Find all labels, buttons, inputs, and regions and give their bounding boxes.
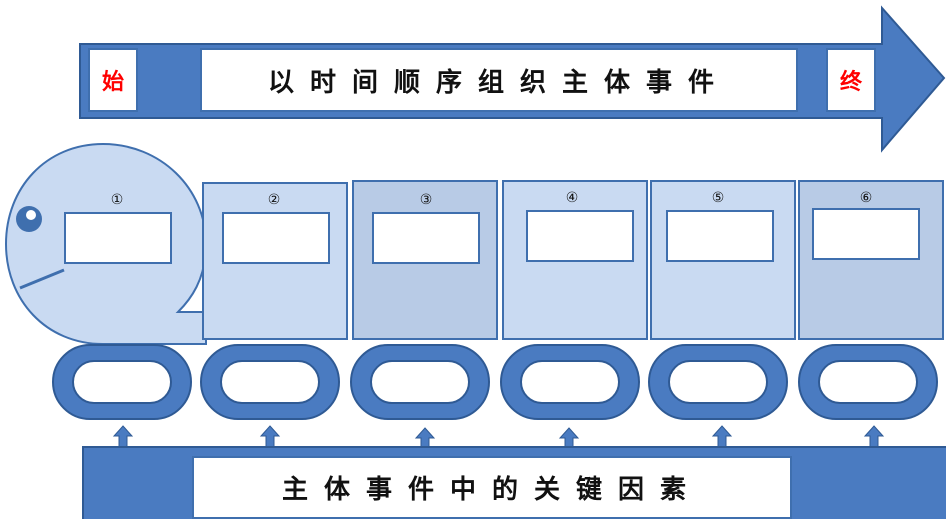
car-5-textbox: [666, 210, 774, 262]
train-car-6: [798, 180, 944, 340]
car-1-textbox: [64, 212, 172, 264]
car-number-1: ①: [110, 192, 124, 208]
car-number-2: ②: [267, 192, 281, 208]
wheel-6: [798, 344, 938, 420]
car-number-3: ③: [419, 192, 433, 208]
car-2-textbox: [222, 212, 330, 264]
wheel-1: [52, 344, 192, 420]
wheel-5: [648, 344, 788, 420]
end-label: 终: [826, 48, 876, 112]
wheel-2: [200, 344, 340, 420]
car-6-textbox: [812, 208, 920, 260]
headlight-glint: [26, 210, 36, 220]
car-3-textbox: [372, 212, 480, 264]
car-number-5: ⑤: [711, 190, 725, 206]
wheel-4: [500, 344, 640, 420]
car-4-textbox: [526, 210, 634, 262]
key-factors-title: 主体事件中的关键因素: [192, 456, 792, 519]
car-number-4: ④: [565, 190, 579, 206]
wheel-3: [350, 344, 490, 420]
timeline-title: 以时间顺序组织主体事件: [200, 48, 798, 112]
car-number-6: ⑥: [859, 190, 873, 206]
start-label: 始: [88, 48, 138, 112]
